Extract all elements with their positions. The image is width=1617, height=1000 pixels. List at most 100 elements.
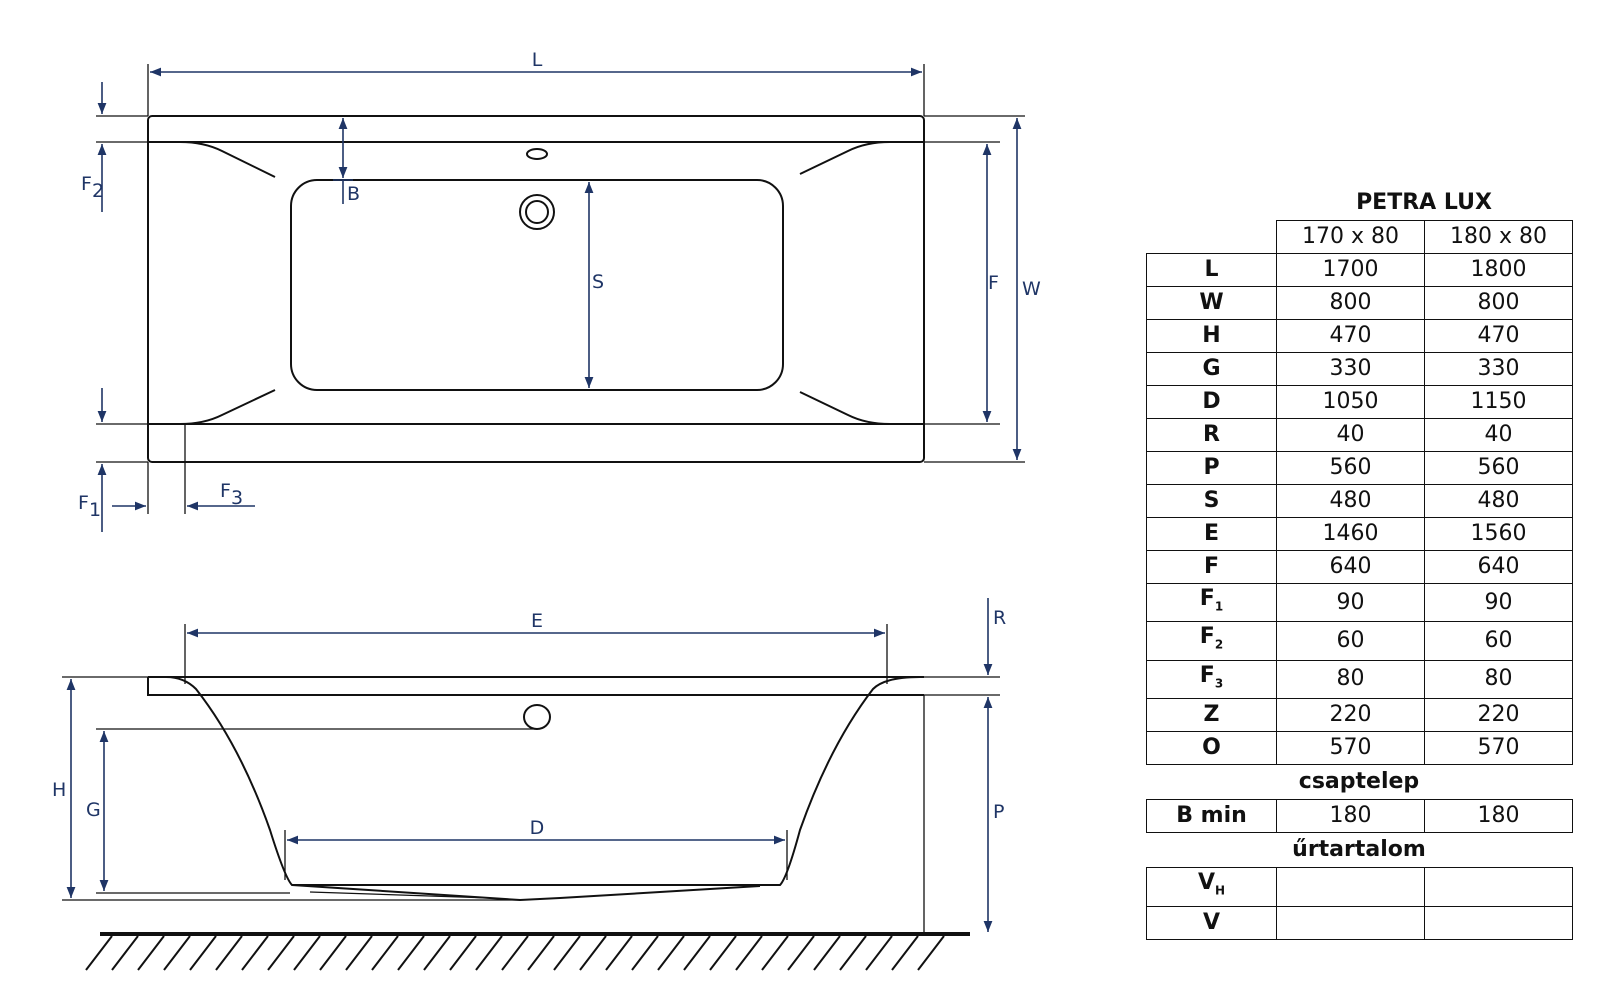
spec-value: 80 — [1424, 659, 1573, 700]
overflow-side — [523, 704, 551, 730]
table-row: V — [1146, 905, 1573, 940]
spec-value: 570 — [1276, 731, 1425, 766]
tap-table: B min 180 180 — [1146, 799, 1573, 834]
tap-value: 180 — [1424, 799, 1573, 834]
label-H: H — [52, 779, 66, 801]
spec-value: 1050 — [1276, 385, 1425, 419]
drain-inner — [525, 200, 549, 224]
spec-key: P — [1146, 451, 1277, 485]
spec-corner — [1147, 221, 1277, 254]
spec-value: 40 — [1424, 418, 1573, 452]
spec-value — [1276, 867, 1425, 907]
spec-key: W — [1146, 286, 1277, 320]
tap-value: 180 — [1276, 799, 1425, 834]
spec-value: 80 — [1276, 659, 1425, 700]
spec-key: F3 — [1146, 659, 1277, 700]
label-B: B — [347, 183, 360, 205]
spec-key: D — [1146, 385, 1277, 419]
spec-key: F — [1146, 550, 1277, 584]
label-W: W — [1022, 278, 1041, 300]
label-S: S — [592, 271, 604, 293]
floor-hatching — [85, 935, 945, 971]
drain-outer — [519, 194, 555, 230]
label-G: G — [86, 799, 101, 821]
label-P: P — [993, 801, 1004, 823]
section-volume-title: űrtartalom — [1292, 837, 1426, 863]
spec-key: G — [1146, 352, 1277, 386]
spec-value: 1700 — [1276, 253, 1425, 287]
tub-outer-rim — [147, 115, 925, 463]
spec-value: 90 — [1424, 582, 1573, 623]
backrest-left-bottom — [148, 389, 276, 425]
label-R: R — [993, 607, 1006, 629]
tub-base-feet — [291, 884, 761, 902]
tap-key: B min — [1146, 799, 1277, 834]
spec-key: F2 — [1146, 621, 1277, 661]
spec-key: VH — [1146, 867, 1277, 907]
tub-base-line — [309, 891, 491, 899]
label-F: F — [988, 272, 999, 294]
spec-title: PETRA LUX — [1356, 190, 1492, 215]
table-row: VH — [1146, 867, 1573, 907]
spec-value — [1424, 867, 1573, 907]
spec-header-row: 170 x 80 180 x 80 — [1147, 220, 1573, 254]
spec-column-header: 180 x 80 — [1424, 220, 1573, 254]
label-F3: F3 — [220, 480, 243, 509]
spec-value: 640 — [1424, 550, 1573, 584]
spec-value: 1800 — [1424, 253, 1573, 287]
spec-value: 60 — [1424, 621, 1573, 661]
spec-value: 560 — [1424, 451, 1573, 485]
label-E: E — [531, 610, 543, 632]
spec-value: 1560 — [1424, 517, 1573, 551]
spec-value — [1424, 905, 1573, 940]
section-tap-title: csaptelep — [1298, 769, 1420, 795]
backrest-right-top — [799, 141, 924, 175]
spec-key: E — [1146, 517, 1277, 551]
spec-value: 570 — [1424, 731, 1573, 766]
spec-key: S — [1146, 484, 1277, 518]
spec-key: L — [1146, 253, 1277, 287]
label-F1: F1 — [78, 492, 101, 521]
backrest-left-top — [148, 141, 276, 178]
spec-value: 470 — [1276, 319, 1425, 353]
spec-value: 560 — [1276, 451, 1425, 485]
spec-value — [1276, 905, 1425, 940]
spec-value: 640 — [1276, 550, 1425, 584]
spec-key: V — [1146, 905, 1277, 940]
spec-key: Z — [1146, 698, 1277, 733]
spec-value: 90 — [1276, 582, 1425, 623]
spec-value: 220 — [1424, 698, 1573, 733]
rim-left-end — [147, 677, 166, 696]
top-view: L W F S B F2 F1 F3 — [78, 49, 1041, 532]
spec-value: 480 — [1424, 484, 1573, 518]
spec-value: 1460 — [1276, 517, 1425, 551]
tub-profile — [165, 676, 921, 886]
table-row: B min 180 180 — [1146, 799, 1573, 834]
spec-value: 800 — [1424, 286, 1573, 320]
tub-basin-floor — [290, 179, 784, 391]
label-F2: F2 — [81, 173, 104, 202]
spec-key: F1 — [1146, 582, 1277, 623]
spec-value: 1150 — [1424, 385, 1573, 419]
spec-value: 60 — [1276, 621, 1425, 661]
spec-key: O — [1146, 731, 1277, 766]
spec-value: 480 — [1276, 484, 1425, 518]
spec-column-header: 170 x 80 — [1276, 220, 1425, 254]
spec-value: 330 — [1424, 352, 1573, 386]
overflow-hole — [526, 148, 548, 160]
spec-value: 40 — [1276, 418, 1425, 452]
